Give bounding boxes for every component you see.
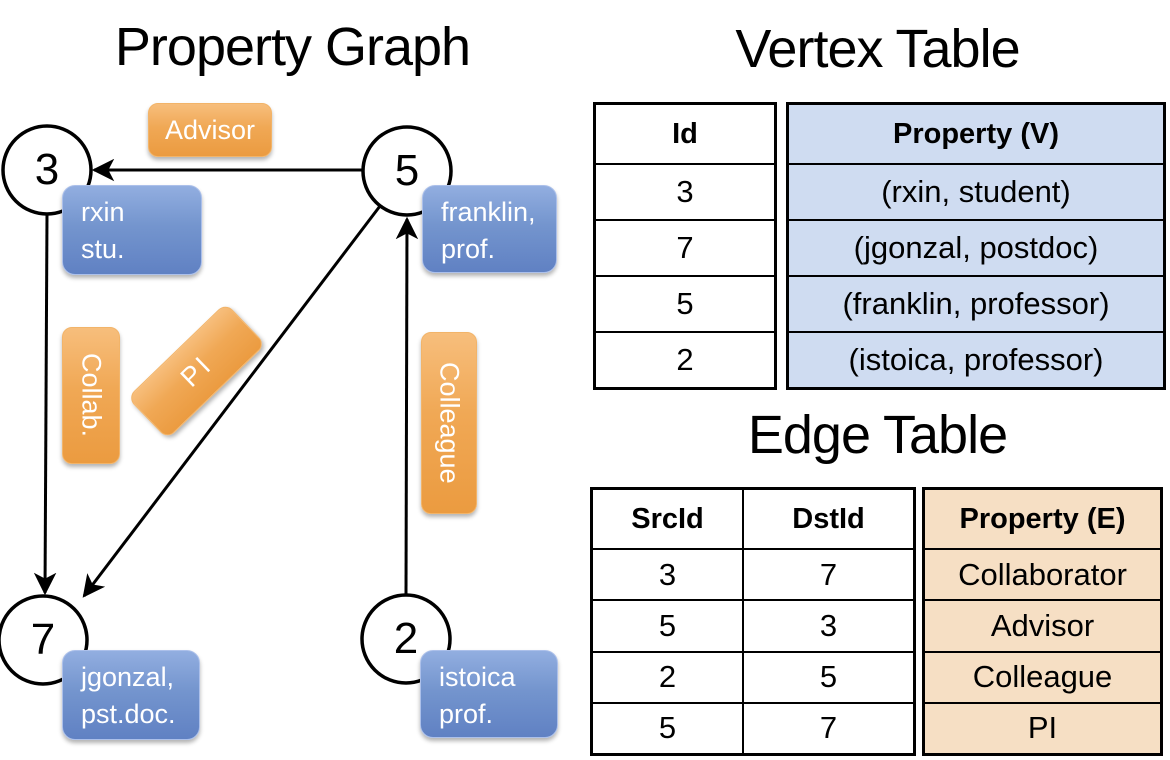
edge-label-collab: Collab. (62, 327, 120, 464)
vertex-prop-box-rxin: rxin stu. (62, 185, 202, 275)
edge-table-title: Edge Table (747, 405, 1008, 465)
edge-line-collaborator-3-to-7 (33, 213, 57, 596)
vertex-prop-line: istoica (439, 662, 516, 692)
vertex-prop-line: prof. (441, 234, 496, 264)
vertex-table-id-cell: 2 (596, 331, 774, 387)
vertex-table-id-cell: 7 (596, 219, 774, 275)
node-label-7: 7 (30, 615, 56, 664)
edge-table-srcid-header: SrcId (631, 502, 704, 535)
vertex-table-id-cell: 5 (596, 275, 774, 331)
vertex-table-title: Vertex Table (735, 19, 1020, 79)
edge-table-dstid-cell: 5 (742, 652, 913, 702)
vertex-prop-line: rxin (81, 197, 125, 227)
vertex-table-property-cell: (rxin, student) (789, 163, 1163, 219)
edge-table-srcid-cell: 5 (658, 607, 677, 643)
edge-label-advisor: Advisor (148, 103, 272, 157)
edge-table-srcid-cell: 2 (658, 659, 677, 695)
vertex-prop-line: jgonzal, (81, 662, 175, 692)
vertex-table-property-header: Property (V) (789, 105, 1163, 163)
vertex-prop-line: stu. (81, 234, 125, 264)
node-label-2: 2 (393, 614, 419, 663)
vertex-prop-box-jgonzal: jgonzal, pst.doc. (62, 650, 200, 740)
edge-table-property-header: Property (E) (925, 490, 1160, 548)
edge-table-property-cell: Colleague (925, 650, 1160, 702)
edge-table-srcid-cell: 5 (658, 710, 677, 746)
property-graph-title: Property Graph (114, 17, 471, 77)
vertex-table-property-cell: (istoica, professor) (789, 331, 1163, 387)
edge-line-pi-5-to-7 (82, 205, 382, 598)
edge-table-dstid-header: DstId (742, 490, 913, 548)
vertex-table-id-header: Id (672, 117, 698, 150)
edge-table-property-column: Property (E) Collaborator Advisor Collea… (922, 487, 1163, 756)
vertex-table-id-cell: 3 (596, 163, 774, 219)
edge-table-property-cell: Collaborator (925, 548, 1160, 600)
vertex-table-property-column: Property (V) (rxin, student) (jgonzal, p… (786, 102, 1166, 390)
edge-table-dstid-cell: 7 (742, 703, 913, 753)
edge-table-id-columns: SrcId DstId 3 7 5 3 2 5 5 7 (590, 487, 916, 756)
vertex-prop-line: prof. (439, 699, 494, 729)
vertex-prop-box-istoica: istoica prof. (420, 650, 558, 738)
vertex-table-property-cell: (jgonzal, postdoc) (789, 219, 1163, 275)
edge-table-dstid-cell: 3 (742, 601, 913, 651)
vertex-prop-box-franklin: franklin, prof. (422, 185, 557, 273)
vertex-table-property-cell: (franklin, professor) (789, 275, 1163, 331)
vertex-prop-line: franklin, (441, 197, 536, 227)
node-label-5: 5 (394, 146, 420, 195)
edge-table-property-cell: PI (925, 701, 1160, 753)
node-label-3: 3 (34, 145, 60, 194)
edge-line-colleague-2-to-5 (395, 216, 419, 595)
vertex-table-id-column: Id 3 7 5 2 (593, 102, 777, 390)
edge-label-colleague: Colleague (421, 332, 477, 514)
edge-table-dstid-cell: 7 (742, 550, 913, 600)
vertex-prop-line: pst.doc. (81, 699, 176, 729)
edge-table-srcid-cell: 3 (658, 556, 677, 592)
edge-table-property-cell: Advisor (925, 599, 1160, 651)
